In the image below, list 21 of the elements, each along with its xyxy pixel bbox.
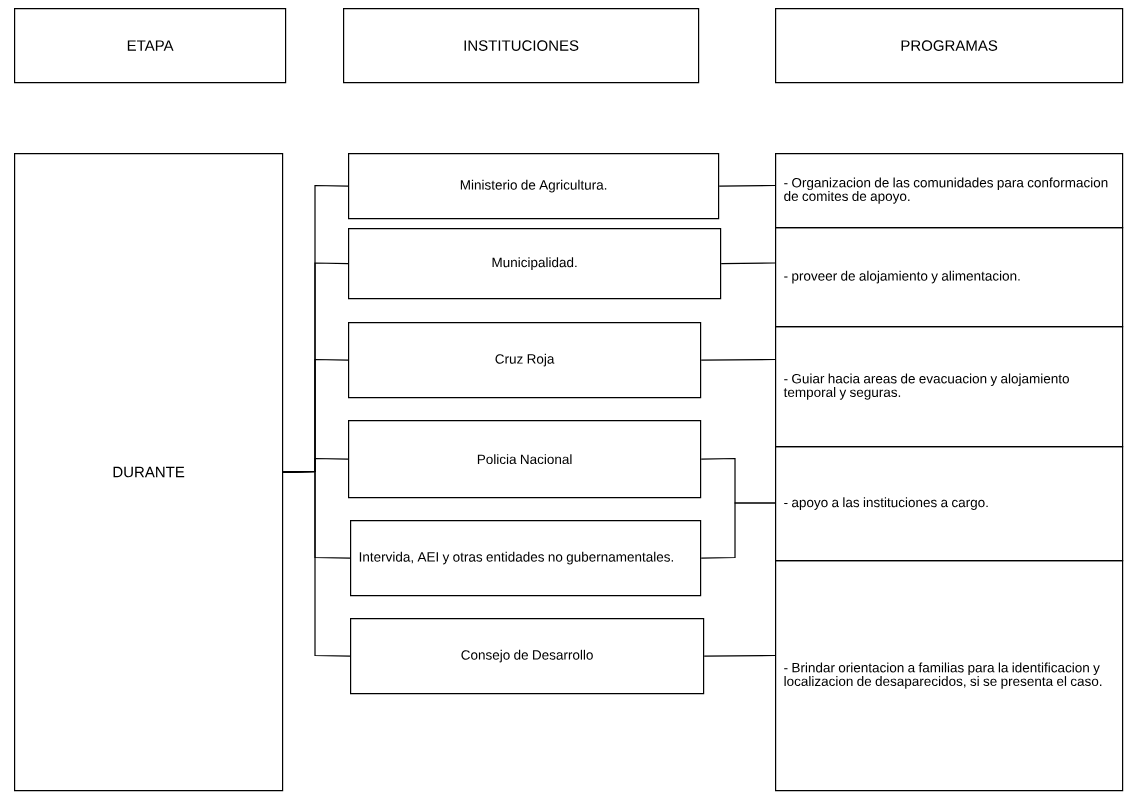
stage-box: DURANTE xyxy=(14,153,284,792)
connector-line xyxy=(720,262,776,265)
program-cell: - apoyo a las instituciones a cargo. xyxy=(775,446,1124,562)
header-box: ETAPA xyxy=(14,8,287,84)
program-cell: - Organizacion de las comunidades para conformacion de comites de apoyo. xyxy=(775,153,1124,229)
connector-line xyxy=(282,470,351,657)
connector-line xyxy=(703,654,776,657)
institution-box: Intervida, AEI y otras entidades no gubernamentales. xyxy=(350,520,702,597)
institution-box: Policia Nacional xyxy=(348,420,702,499)
connector-line xyxy=(700,358,776,361)
header-box: PROGRAMAS xyxy=(775,8,1124,84)
connector-line xyxy=(718,184,776,187)
institution-box: Ministerio de Agricultura. xyxy=(348,153,720,220)
program-cell: - proveer de alojamiento y alimentacion. xyxy=(775,227,1124,328)
connector-line xyxy=(700,502,776,559)
program-cell: - Brindar orientacion a familias para la identificacion y localizacion de desaparecidos, si se presenta el caso. xyxy=(775,560,1124,792)
institution-box: Consejo de Desarrollo xyxy=(350,618,705,695)
header-box: INSTITUCIONES xyxy=(343,8,700,84)
program-cell: - Guiar hacia areas de evacuacion y alojamiento temporal y seguras. xyxy=(775,326,1124,448)
institution-box: Municipalidad. xyxy=(348,228,722,300)
institution-box: Cruz Roja xyxy=(348,322,702,399)
